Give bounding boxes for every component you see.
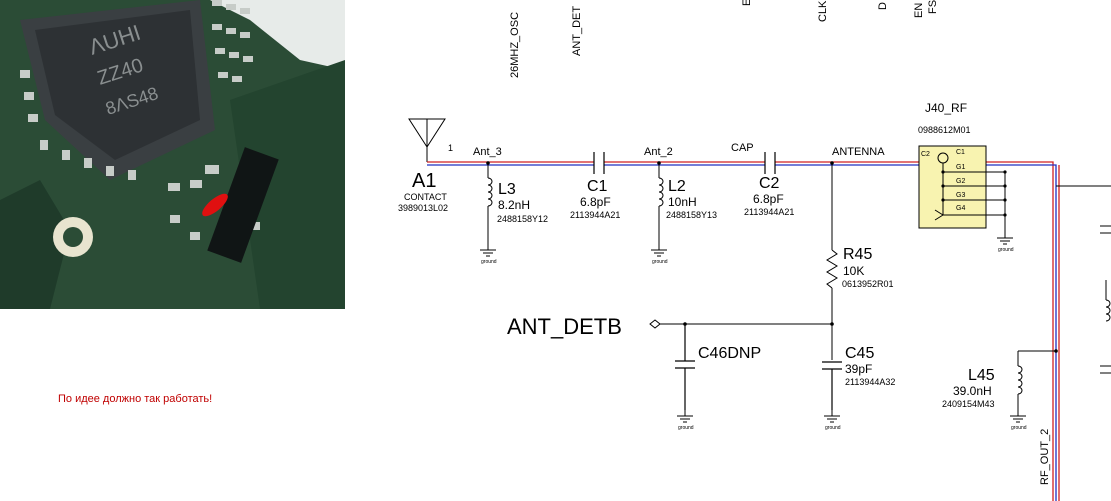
j40-pin-g3: G3 <box>956 192 965 199</box>
right-edge-components <box>1056 185 1111 374</box>
r45-part: 0613952R01 <box>842 279 894 289</box>
r45-value: 10K <box>843 264 864 278</box>
a1-desc: CONTACT <box>404 192 447 202</box>
j40-pin-g4: G4 <box>956 205 965 212</box>
l3-ground-label: ground <box>481 259 497 265</box>
net-label-26mhz-osc: 26MHZ_OSC <box>509 12 521 78</box>
l2-ref: L2 <box>668 178 686 195</box>
c2-part: 2113944A21 <box>744 207 794 217</box>
c46-ground-icon <box>676 409 694 423</box>
j40-pin-c2: C2 <box>921 151 930 158</box>
antenna-junction <box>830 161 834 165</box>
net-label-cap: CAP <box>731 142 754 154</box>
l45-ref: L45 <box>968 367 995 384</box>
c1-ref: C1 <box>587 178 608 195</box>
l3-value: 8.2nH <box>498 198 530 212</box>
l45-ground-label: ground <box>1011 425 1027 431</box>
net-label-ant2: Ant_2 <box>644 146 673 158</box>
rf-main-trace <box>427 161 1060 501</box>
antenna-symbol <box>408 118 446 162</box>
l2-symbol <box>658 163 664 244</box>
l45-part: 2409154M43 <box>942 399 995 409</box>
net-label-clk: CLK <box>817 0 829 22</box>
net-label-rf-out: RF_OUT_2 <box>1039 429 1051 485</box>
ant-detb-label: ANT_DETB <box>507 314 622 339</box>
l3-part: 2488158Y12 <box>497 214 548 224</box>
net-label-ant3: Ant_3 <box>473 146 502 158</box>
c2-ref: C2 <box>759 175 780 192</box>
l3-junction <box>486 161 490 165</box>
note-text: По идее должно так работать! <box>58 393 213 405</box>
j40-pin-g1: G1 <box>956 164 965 171</box>
c45-ground-label: ground <box>825 425 841 431</box>
c45-ref: C45 <box>845 345 874 362</box>
l3-symbol <box>487 163 493 244</box>
c46-ref: C46DNP <box>698 345 761 362</box>
net-label-fs: FS <box>927 0 939 14</box>
c45-value: 39pF <box>845 362 872 376</box>
c1-part: 2113944A21 <box>570 210 620 220</box>
c1-symbol <box>593 152 605 174</box>
c46-symbol <box>675 324 695 410</box>
j40-connector-body <box>918 145 987 229</box>
ant-detb-port-icon <box>649 319 661 329</box>
rf-schematic: 26MHZ_OSC ANT_DET E CLK D EN FS 1 A1 CON… <box>398 0 1111 501</box>
l2-ground-label: ground <box>652 259 668 265</box>
pcb-photo: ɅUHI ZZ40 8ɅS48 <box>0 0 345 309</box>
a1-ref: A1 <box>412 170 436 192</box>
net-label-e: E <box>741 0 753 6</box>
j40-ground-label: ground <box>998 247 1014 253</box>
c2-value: 6.8pF <box>753 192 784 206</box>
r45-symbol <box>826 163 838 360</box>
l2-part: 2488158Y13 <box>666 210 717 220</box>
l2-junction <box>657 161 661 165</box>
j40-part: 0988612M01 <box>918 125 971 135</box>
l45-ground-icon <box>1009 409 1027 423</box>
c2-symbol <box>764 152 776 174</box>
c45-symbol <box>822 361 842 410</box>
net-label-en: EN <box>913 3 925 18</box>
l3-ref: L3 <box>498 181 516 198</box>
c1-value: 6.8pF <box>580 195 611 209</box>
c45-part: 2113944A32 <box>845 377 895 387</box>
j40-pin-c1: C1 <box>956 149 965 156</box>
j40-ref: J40_RF <box>925 101 967 115</box>
j40-pin-g2: G2 <box>956 178 965 185</box>
c46-ground-label: ground <box>678 425 694 431</box>
net-label-antenna: ANTENNA <box>832 146 885 158</box>
l2-ground-icon <box>650 243 668 257</box>
net-label-ant-det: ANT_DET <box>571 6 583 56</box>
l45-symbol <box>1017 350 1056 410</box>
a1-part: 3989013L02 <box>398 203 448 213</box>
l45-value: 39.0nH <box>953 384 992 398</box>
l3-ground-icon <box>479 243 497 257</box>
j40-ground-icon <box>996 231 1014 245</box>
c45-ground-icon <box>823 409 841 423</box>
net-label-d: D <box>877 2 889 10</box>
r45-ref: R45 <box>843 246 872 263</box>
antenna-pin-number: 1 <box>448 143 453 153</box>
l2-value: 10nH <box>668 195 697 209</box>
